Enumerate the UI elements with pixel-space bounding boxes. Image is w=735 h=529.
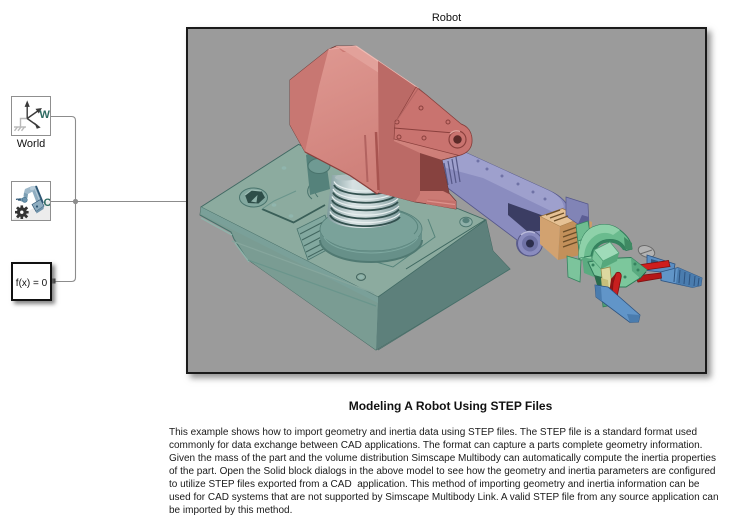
svg-text:C: C [44, 197, 51, 209]
svg-text:W: W [40, 109, 51, 121]
